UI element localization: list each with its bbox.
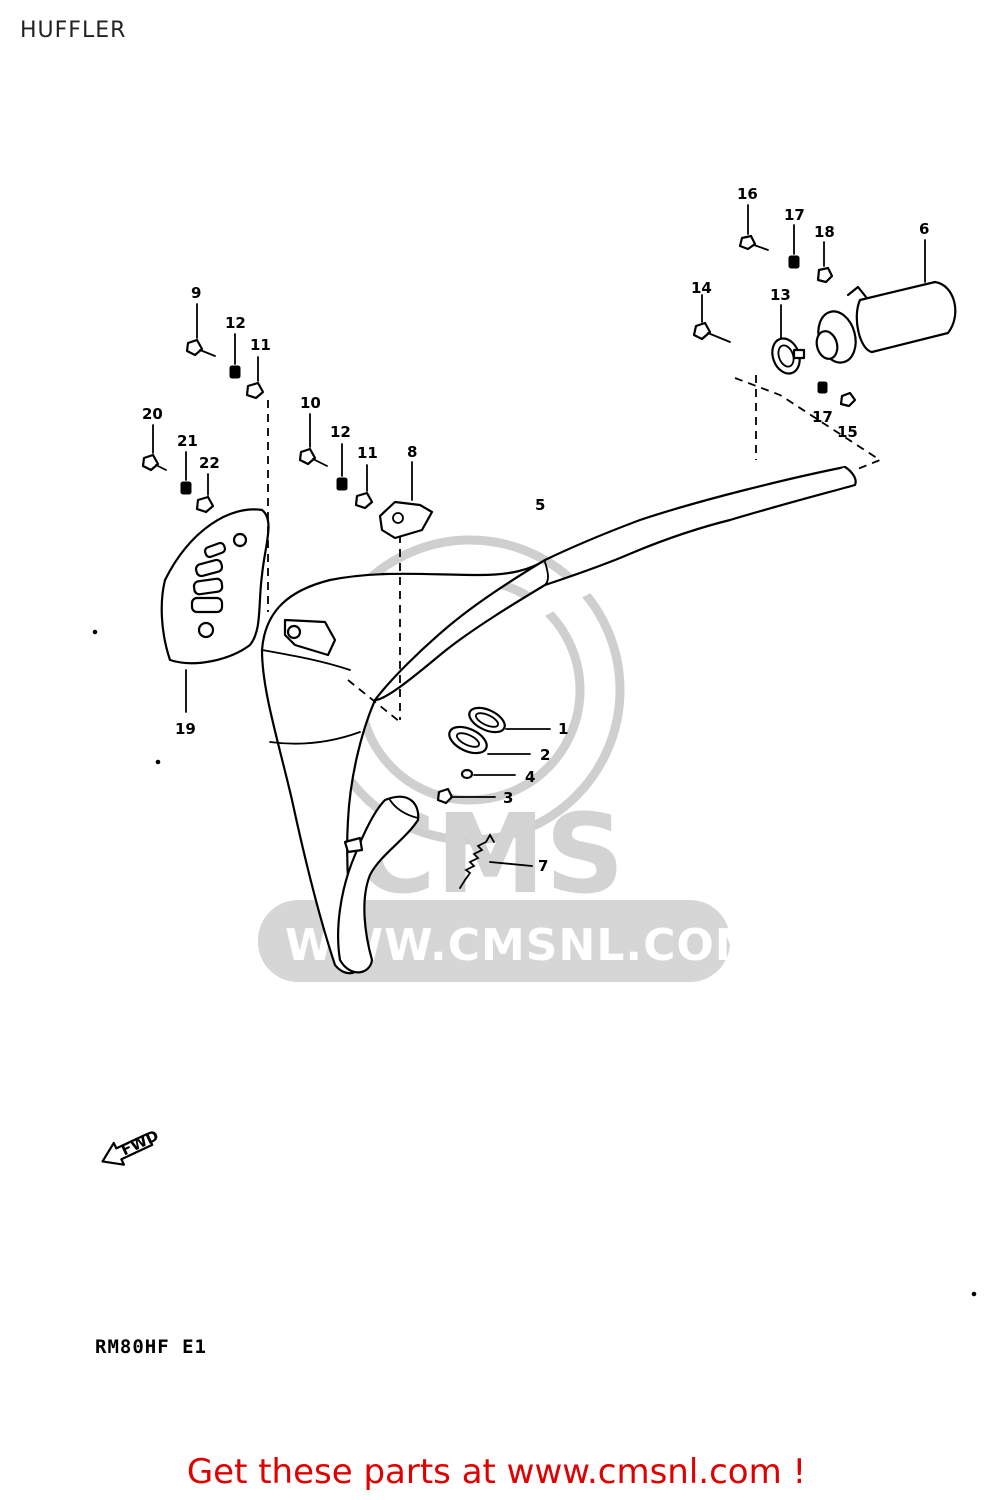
- washer-12b[interactable]: [336, 443, 348, 491]
- callout-11a: 11: [250, 336, 271, 354]
- callout-17a: 17: [784, 206, 805, 224]
- callout-16: 16: [737, 185, 758, 203]
- callout-9: 9: [191, 284, 201, 302]
- callout-6: 6: [919, 220, 929, 238]
- speck: [971, 1291, 977, 1297]
- callout-15: 15: [837, 423, 858, 441]
- callout-2: 2: [540, 746, 550, 764]
- nut-18[interactable]: [816, 241, 834, 284]
- washer-12a[interactable]: [229, 333, 241, 379]
- bolt-9[interactable]: [185, 303, 216, 357]
- bolt-14[interactable]: [692, 294, 731, 343]
- callout-13: 13: [770, 286, 791, 304]
- washer-4[interactable]: [460, 768, 516, 780]
- expansion-chamber-part[interactable]: [260, 465, 857, 975]
- callout-14: 14: [691, 279, 712, 297]
- callout-10: 10: [300, 394, 321, 412]
- callout-19: 19: [175, 720, 196, 738]
- bolt-10[interactable]: [298, 413, 328, 467]
- page-title: HUFFLER: [20, 18, 127, 43]
- callout-3: 3: [503, 789, 513, 807]
- locator-line: [347, 679, 401, 723]
- callout-20: 20: [142, 405, 163, 423]
- callout-21: 21: [177, 432, 198, 450]
- callout-22: 22: [199, 454, 220, 472]
- heat-shield-part[interactable]: [160, 508, 270, 713]
- bolt-16[interactable]: [738, 204, 769, 251]
- nut-17-bottom[interactable]: [817, 381, 828, 394]
- callout-8: 8: [407, 443, 417, 461]
- bracket-8[interactable]: [378, 461, 434, 540]
- gasket-1[interactable]: [466, 703, 551, 737]
- callout-12b: 12: [330, 423, 351, 441]
- nut-17-top[interactable]: [788, 224, 800, 269]
- callout-5: 5: [535, 496, 545, 514]
- nut-22[interactable]: [195, 473, 215, 514]
- fwd-label: FWD: [118, 1126, 161, 1159]
- bolt-3[interactable]: [436, 787, 496, 805]
- callout-18: 18: [814, 223, 835, 241]
- nut-15[interactable]: [839, 391, 857, 408]
- nut-11b[interactable]: [354, 464, 374, 510]
- callout-17b: 17: [812, 408, 833, 426]
- bolt-20[interactable]: [141, 424, 167, 472]
- silencer-part[interactable]: [813, 239, 957, 367]
- callout-11b: 11: [357, 444, 378, 462]
- speck: [155, 759, 161, 765]
- gasket-2[interactable]: [445, 722, 531, 759]
- speck: [92, 629, 98, 635]
- forward-arrow-icon: FWD: [101, 1126, 161, 1166]
- nut-11a[interactable]: [245, 356, 265, 400]
- callout-4: 4: [525, 768, 535, 786]
- footer-cta-link[interactable]: Get these parts at www.cmsnl.com !: [186, 1452, 807, 1492]
- model-code: RM80HF E1: [95, 1336, 207, 1358]
- washer-21[interactable]: [180, 451, 192, 495]
- clamp-part[interactable]: [768, 304, 806, 377]
- spring-7[interactable]: [459, 833, 533, 889]
- callout-12a: 12: [225, 314, 246, 332]
- callout-1: 1: [558, 720, 568, 738]
- callout-7: 7: [538, 857, 548, 875]
